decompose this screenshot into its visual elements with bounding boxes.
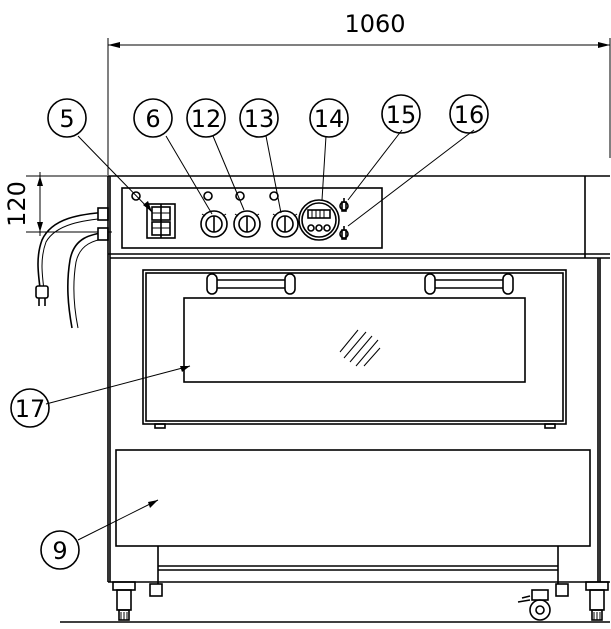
- svg-text:12: 12: [191, 105, 222, 133]
- control-panel: [121, 187, 383, 249]
- timer-knob: [233, 210, 261, 238]
- callout-16: 16: [449, 94, 489, 134]
- width-dimension: 1060: [107, 10, 611, 175]
- height-label: 120: [3, 181, 31, 227]
- drawer: [115, 449, 591, 584]
- castor-wheel: [517, 589, 551, 621]
- width-label: 1060: [344, 10, 405, 38]
- svg-text:17: 17: [15, 395, 46, 423]
- power-cord: [35, 207, 109, 329]
- heating-knob: [271, 210, 299, 238]
- toggle-switch-15: [339, 198, 349, 212]
- callout-15: 15: [381, 94, 421, 134]
- door-handle-left: [206, 273, 296, 295]
- svg-text:14: 14: [314, 105, 345, 133]
- callout-14: 14: [309, 98, 349, 138]
- thermostat-knob: [200, 210, 228, 238]
- main-switch: [146, 203, 176, 239]
- height-dimension: 120: [3, 172, 112, 236]
- digital-controller: [298, 199, 340, 241]
- callout-12: 12: [186, 98, 226, 138]
- leader-lines: [45, 129, 475, 541]
- toggle-switch-16: [339, 226, 349, 240]
- glass-hatch: [339, 329, 381, 367]
- callout-17: 17: [10, 388, 50, 428]
- svg-text:5: 5: [59, 105, 74, 133]
- indicator-lamp: [203, 191, 213, 201]
- svg-text:6: 6: [145, 105, 160, 133]
- svg-text:16: 16: [454, 101, 485, 129]
- callout-9: 9: [40, 530, 80, 570]
- callout-5: 5: [47, 98, 87, 138]
- callout-13: 13: [239, 98, 279, 138]
- door-handle-right: [424, 273, 514, 295]
- svg-text:15: 15: [386, 101, 417, 129]
- svg-text:13: 13: [244, 105, 275, 133]
- callouts: 5 6 12 13 14 15 16 17: [10, 94, 489, 570]
- indicator-lamp: [131, 191, 141, 201]
- oven-legs: [112, 581, 609, 621]
- callout-6: 6: [133, 98, 173, 138]
- oven-door: [142, 269, 567, 429]
- oven-body: [107, 175, 610, 583]
- svg-text:9: 9: [52, 537, 67, 565]
